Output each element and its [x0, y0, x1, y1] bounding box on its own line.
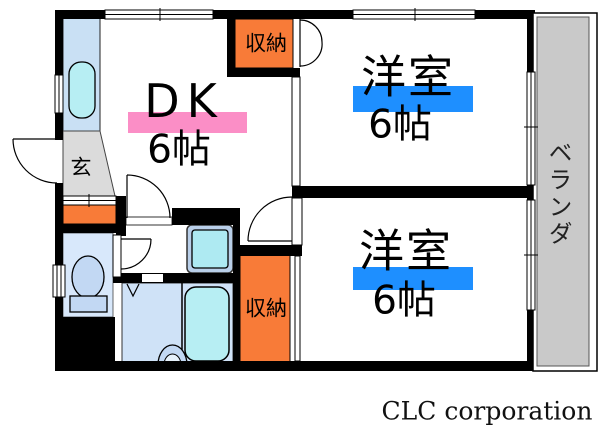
dk-label: DK [144, 74, 224, 128]
closet-top-label: 収納 [245, 31, 287, 56]
bathtub [184, 286, 230, 362]
highlight-dk [128, 112, 247, 133]
room-top-size-label: 6帖 [368, 102, 432, 148]
window-toilet [52, 264, 66, 298]
dk-bedroom-partition [291, 76, 301, 187]
dk-size-label: 6帖 [147, 127, 211, 173]
bedroom2-door [247, 196, 293, 242]
entrance-door [12, 138, 58, 184]
genkan-step [62, 194, 117, 207]
washing-machine [191, 229, 229, 269]
bathroom-doorway [142, 274, 163, 282]
toilet-doorway [112, 234, 122, 278]
bedroom2-doorway [291, 197, 303, 246]
outer-walls [55, 10, 535, 371]
kitchen-sink [68, 61, 96, 119]
windows [52, 8, 538, 311]
washroom-doorway [125, 216, 173, 226]
veranda-deck [536, 16, 590, 367]
genkan-label: 玄 [70, 155, 92, 180]
room-bottom-label: 洋室 [358, 224, 454, 278]
window-kitchen [54, 74, 64, 114]
highlight-room-bottom [353, 267, 473, 290]
window-top-left [104, 8, 214, 21]
closet-top-box [234, 18, 294, 69]
window-right-upper [524, 71, 538, 186]
bathroom-folding-door [126, 283, 140, 298]
room-bottom-size-label: 6帖 [372, 278, 436, 324]
room-top-label: 洋室 [360, 50, 456, 104]
highlight-room-top [353, 86, 473, 112]
bedroom2-thin-wall [294, 255, 301, 362]
toilet-bowl [71, 255, 105, 299]
washroom-door [126, 174, 171, 219]
toilet-door [120, 238, 152, 270]
window-top-right [352, 8, 476, 21]
doors [12, 19, 323, 298]
window-right-lower [524, 199, 538, 311]
closet-bottom-label: 収納 [245, 296, 287, 321]
closet-top-doors [299, 19, 323, 67]
toilet-tank [69, 295, 108, 313]
shoe-cabinet [62, 204, 117, 225]
veranda-label: ベランダ [544, 140, 572, 248]
brand-credit: CLC corporation [381, 396, 593, 426]
